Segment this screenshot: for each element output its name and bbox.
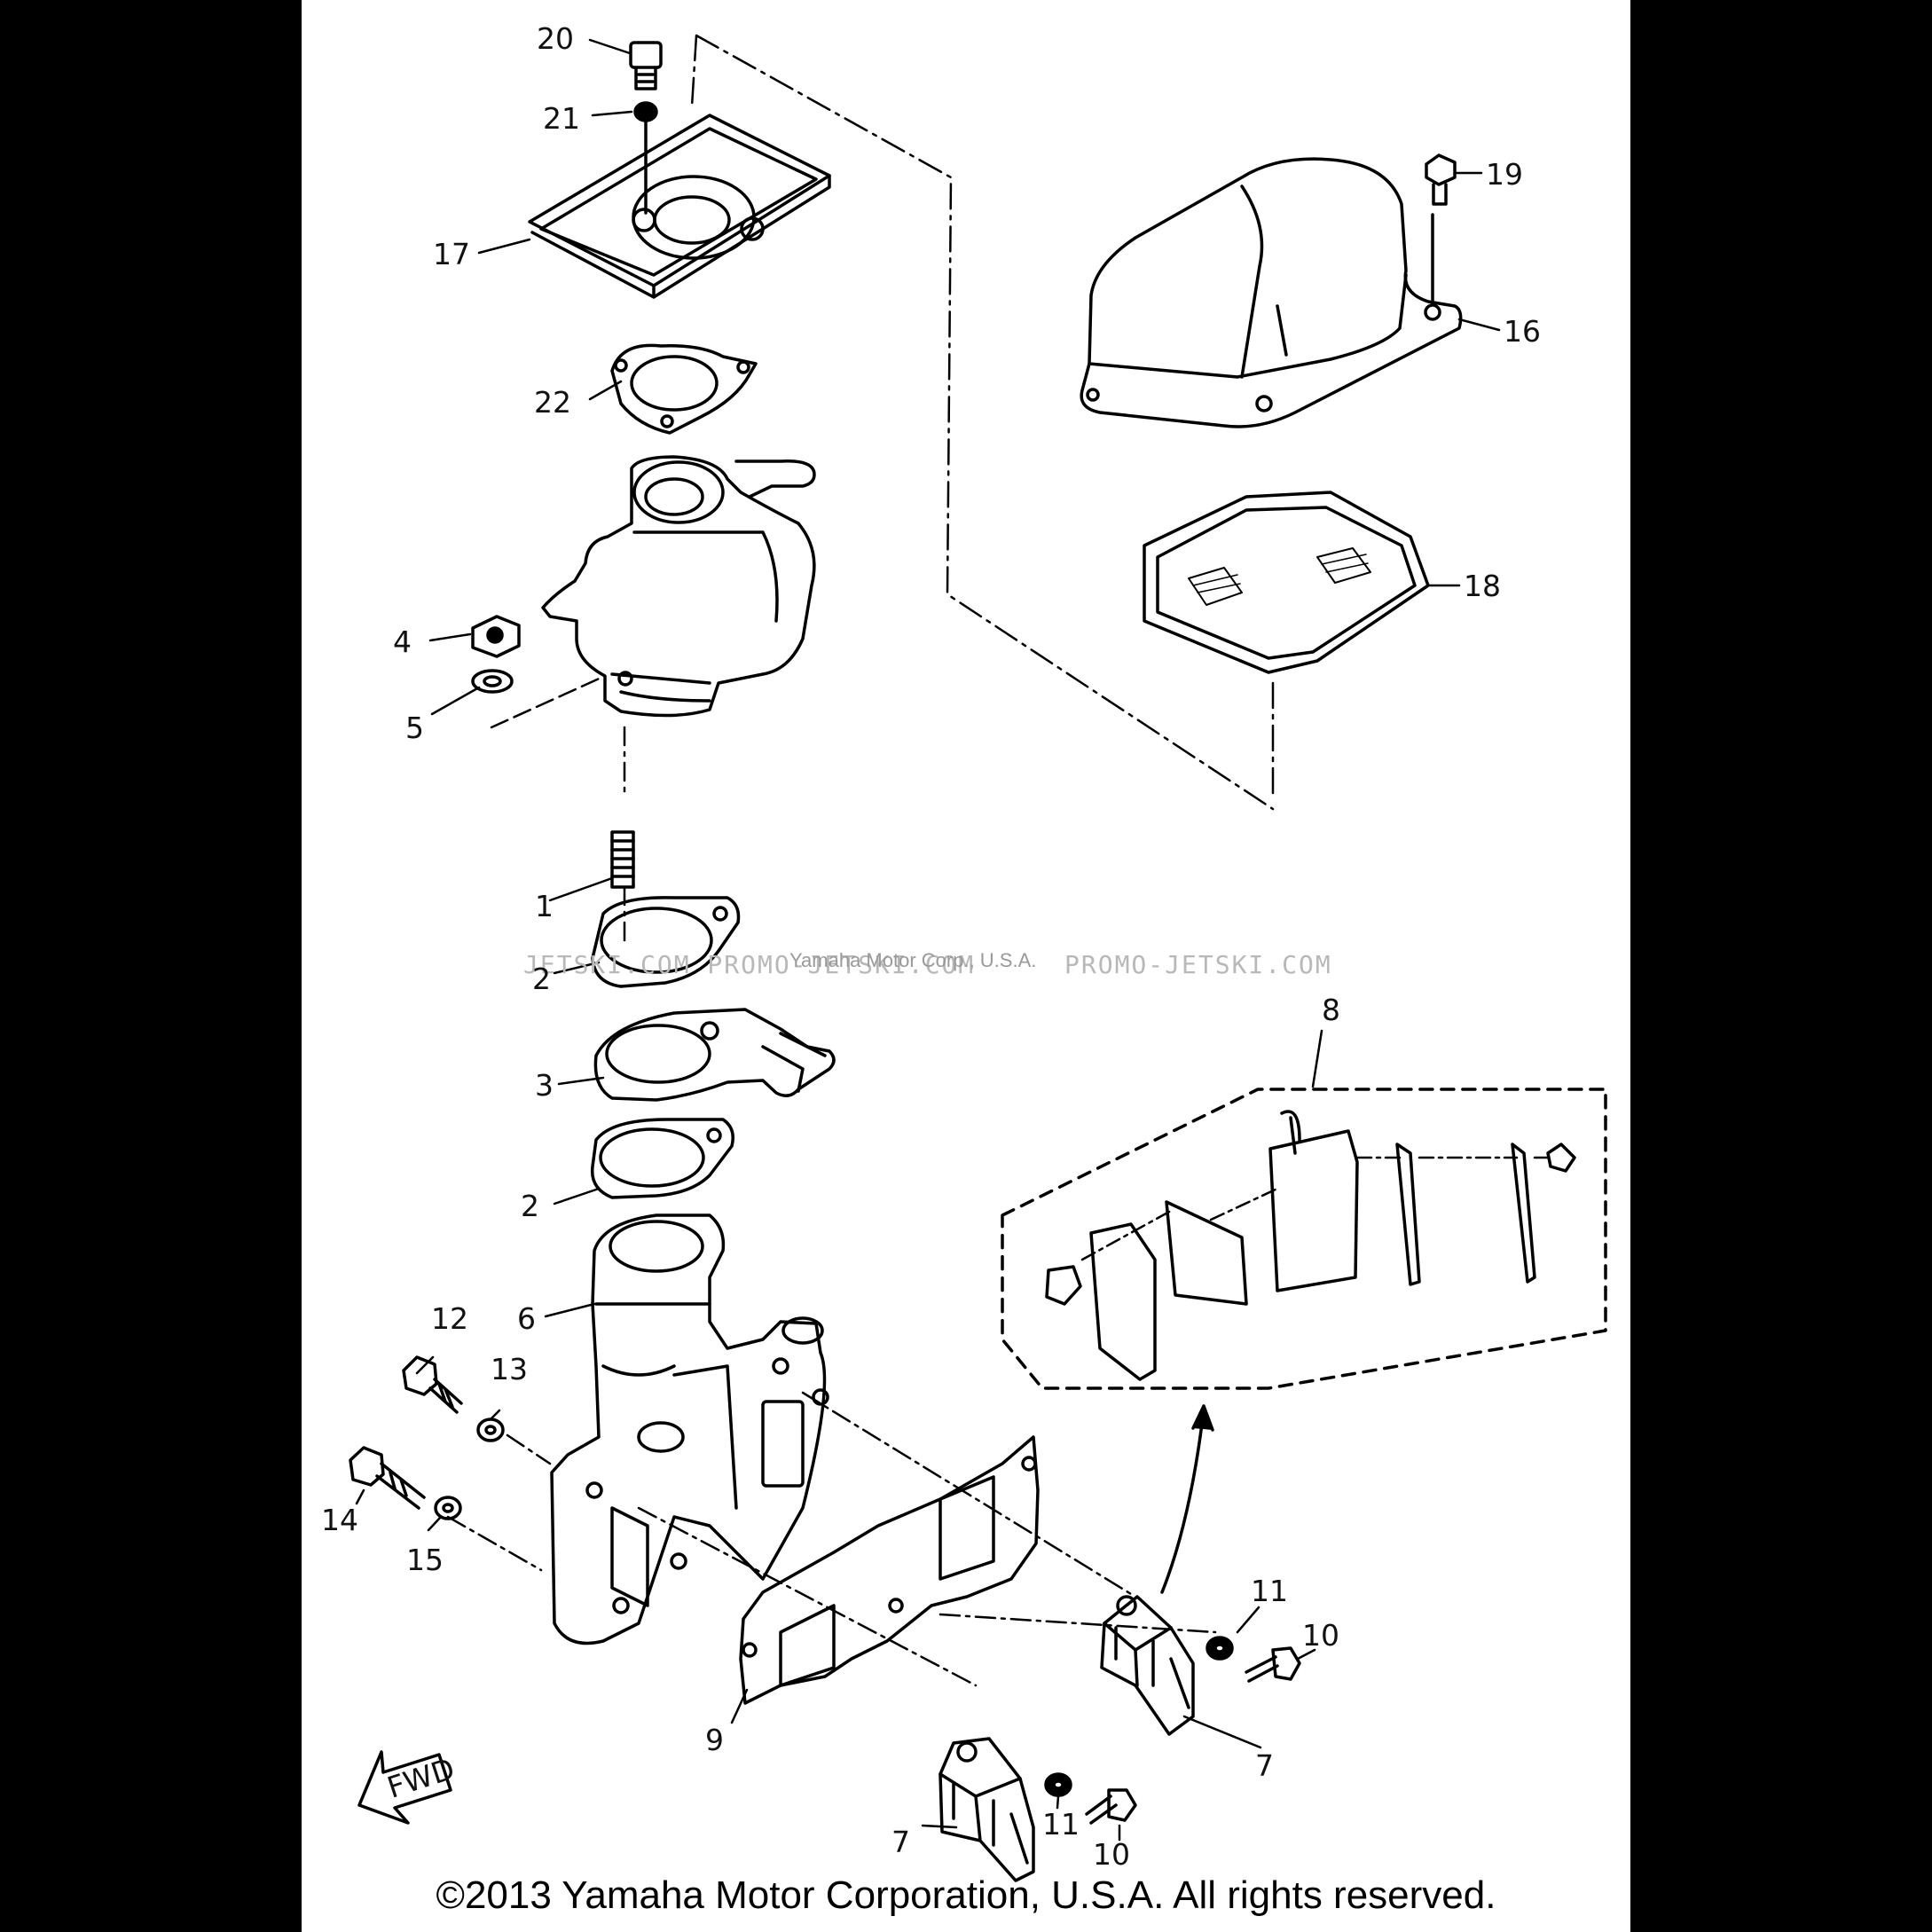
callout-2-upper: 2 bbox=[532, 962, 551, 996]
stud-part-1 bbox=[610, 830, 635, 889]
bolt-path-lines bbox=[446, 1391, 1217, 1687]
watermark-right: PROMO-JETSKI.COM bbox=[1064, 950, 1332, 979]
washer-part-15 bbox=[434, 1496, 462, 1520]
callout-3: 3 bbox=[535, 1068, 554, 1103]
watermark-left: JETSKI.COM PROMO-JETSKI.COM bbox=[523, 950, 975, 979]
callout-4: 4 bbox=[393, 624, 412, 659]
carburetor bbox=[541, 455, 816, 718]
assembly-line-washer bbox=[490, 674, 607, 729]
callout-14: 14 bbox=[321, 1503, 358, 1537]
filter-element-part-18 bbox=[1143, 491, 1430, 674]
callout-5: 5 bbox=[405, 711, 424, 745]
assembly-line-cover bbox=[690, 34, 1275, 811]
copyright-notice: ©2013 Yamaha Motor Corporation, U.S.A. A… bbox=[436, 1873, 1496, 1917]
gasket-part-2-lower bbox=[590, 1118, 734, 1199]
callout-20: 20 bbox=[537, 21, 574, 56]
callout-12: 12 bbox=[431, 1301, 468, 1336]
bolt-part-20 bbox=[629, 41, 663, 90]
bolt-part-12 bbox=[402, 1355, 463, 1414]
bracket-part-3 bbox=[593, 1008, 836, 1102]
callout-7-right: 7 bbox=[1255, 1748, 1274, 1783]
reed-gasket-part-9 bbox=[739, 1435, 1040, 1705]
kit-callout-arrow bbox=[1160, 1422, 1204, 1594]
intake-manifold-part-6 bbox=[550, 1213, 829, 1645]
washer-part-11-right bbox=[1206, 1636, 1234, 1661]
callout-18: 18 bbox=[1464, 569, 1501, 603]
fwd-label: FWD bbox=[383, 1751, 459, 1805]
callout-10-right: 10 bbox=[1302, 1618, 1339, 1653]
callout-1: 1 bbox=[535, 889, 554, 923]
bolt-part-10-right bbox=[1245, 1646, 1301, 1683]
washer-part-13 bbox=[476, 1418, 505, 1442]
callout-8: 8 bbox=[1322, 993, 1340, 1027]
callout-11-right: 11 bbox=[1251, 1574, 1288, 1608]
bolt-part-19 bbox=[1425, 153, 1457, 206]
callout-6: 6 bbox=[517, 1301, 536, 1336]
callout-22: 22 bbox=[534, 385, 571, 420]
callout-21: 21 bbox=[543, 101, 580, 136]
reed-valve-part-7-lower bbox=[939, 1737, 1035, 1882]
washer-part-11-lower bbox=[1044, 1772, 1072, 1797]
gasket-part-2-upper bbox=[591, 896, 741, 988]
gasket-part-22 bbox=[610, 343, 758, 435]
diagram-sheet bbox=[302, 0, 1630, 1932]
cover-plate-part-17 bbox=[528, 114, 831, 299]
callout-17: 17 bbox=[433, 237, 470, 271]
washer-part-5 bbox=[471, 669, 514, 694]
bolt-part-14 bbox=[349, 1446, 426, 1510]
callout-11-lower: 11 bbox=[1042, 1807, 1080, 1842]
silencer-cover-part-16 bbox=[1080, 157, 1463, 428]
callout-2-lower: 2 bbox=[521, 1189, 539, 1223]
callout-13: 13 bbox=[491, 1352, 528, 1386]
callout-19: 19 bbox=[1486, 157, 1523, 192]
callout-10-lower: 10 bbox=[1093, 1837, 1130, 1872]
reed-valve-kit-part-8 bbox=[1001, 1088, 1607, 1390]
callout-16: 16 bbox=[1504, 314, 1541, 349]
leader-lines bbox=[355, 38, 1501, 1842]
callout-9: 9 bbox=[705, 1723, 724, 1757]
callout-7-lower: 7 bbox=[891, 1825, 910, 1859]
callout-15: 15 bbox=[406, 1543, 444, 1577]
fwd-arrow bbox=[357, 1750, 452, 1825]
bolt-part-10-lower bbox=[1085, 1788, 1137, 1825]
watermark-center: Yamaha Motor Corp., U.S.A. bbox=[789, 949, 1036, 971]
nut-part-4 bbox=[471, 615, 521, 658]
reed-valve-part-7-right bbox=[1100, 1595, 1195, 1736]
